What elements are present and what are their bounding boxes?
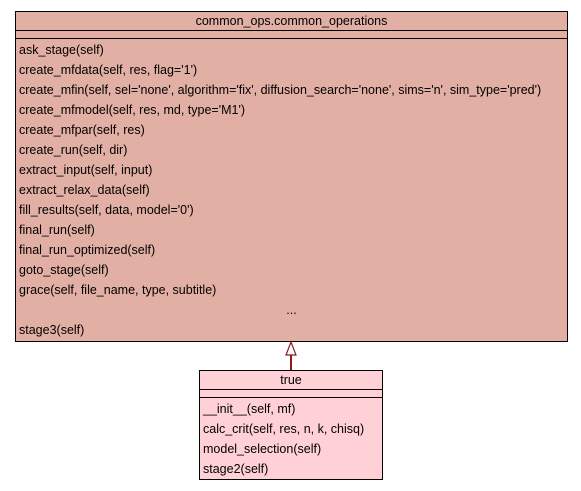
- operation-item: goto_stage(self): [19, 263, 109, 277]
- operation-item: create_mfmodel(self, res, md, type='M1'): [19, 103, 246, 117]
- operation-item: extract_input(self, input): [19, 163, 153, 177]
- child-class-name: true: [200, 371, 382, 390]
- operation-item: ask_stage(self): [19, 43, 104, 57]
- operation-item: extract_relax_data(self): [19, 183, 150, 197]
- operation-item: create_run(self, dir): [19, 143, 128, 157]
- operation-item: __init__(self, mf): [203, 402, 296, 416]
- operation-item: stage3(self): [19, 323, 85, 337]
- operation-item: final_run(self): [19, 223, 95, 237]
- child-class-attributes: [200, 390, 382, 398]
- child-class-box[interactable]: true __init__(self, mf) calc_crit(self, …: [199, 370, 383, 480]
- operation-item: create_mfin(self, sel='none', algorithm=…: [19, 83, 542, 97]
- parent-class-name: common_ops.common_operations: [16, 12, 567, 31]
- parent-class-box[interactable]: common_ops.common_operations ask_stage(s…: [15, 11, 568, 342]
- operation-item: fill_results(self, data, model='0'): [19, 203, 194, 217]
- operation-item: stage2(self): [203, 462, 269, 476]
- operations-ellipsis: ...: [286, 303, 297, 317]
- operation-item: calc_crit(self, res, n, k, chisq): [203, 422, 365, 436]
- operation-item: final_run_optimized(self): [19, 243, 156, 257]
- inheritance-arrowhead: [285, 340, 297, 356]
- operation-item: grace(self, file_name, type, subtitle): [19, 283, 217, 297]
- parent-class-attributes: [16, 31, 567, 39]
- parent-class-operations: ask_stage(self) create_mfdata(self, res,…: [16, 39, 567, 340]
- operation-item: create_mfpar(self, res): [19, 123, 145, 137]
- operation-item: create_mfdata(self, res, flag='1'): [19, 63, 198, 77]
- child-class-operations: __init__(self, mf) calc_crit(self, res, …: [200, 398, 382, 479]
- operation-item: model_selection(self): [203, 442, 322, 456]
